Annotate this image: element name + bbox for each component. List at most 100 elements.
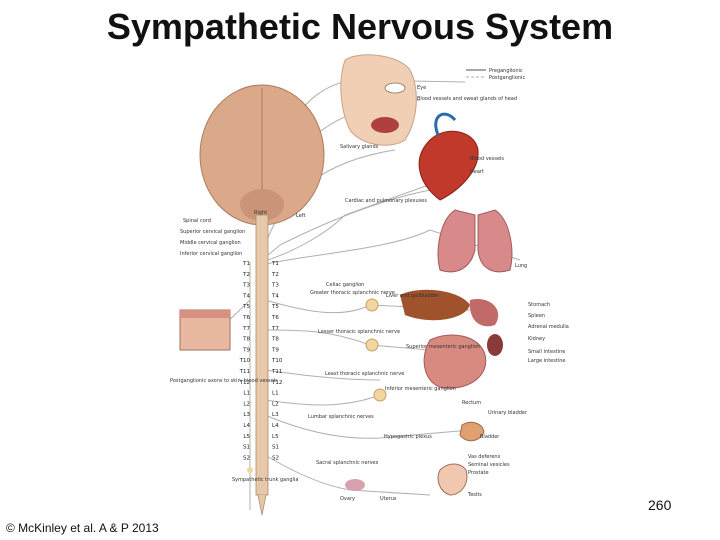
label-superior-cervical: Superior cervical ganglion bbox=[180, 229, 245, 235]
face bbox=[340, 54, 417, 146]
label-stomach: Stomach bbox=[528, 302, 550, 308]
segment-label-right-t11: T11 bbox=[271, 369, 282, 375]
segment-label-right-t10: T10 bbox=[271, 358, 283, 364]
heart-vessels bbox=[434, 112, 457, 136]
coccygeal-ganglion bbox=[247, 467, 253, 473]
segment-label-right-t2: T2 bbox=[271, 272, 279, 278]
page-title: Sympathetic Nervous System bbox=[106, 6, 614, 47]
lung-right bbox=[477, 209, 513, 273]
ovary-shape bbox=[345, 479, 365, 491]
label-seminal: Seminal vesicles bbox=[468, 462, 510, 468]
label-vas-deferens: Vas deferens bbox=[468, 454, 501, 460]
label-spinal-cord: Spinal cord bbox=[183, 218, 211, 224]
label-salivary: Salivary glands bbox=[340, 144, 379, 150]
bladder-shape bbox=[459, 421, 485, 442]
label-spleen: Spleen bbox=[528, 313, 545, 319]
segment-label-right-t5: T5 bbox=[271, 304, 279, 310]
label-prostate: Prostate bbox=[468, 470, 489, 476]
page-number: 260 bbox=[648, 497, 672, 513]
abdominal-organs bbox=[345, 289, 503, 496]
label-rectum: Rectum bbox=[462, 400, 481, 406]
segment-label-right-t12: T12 bbox=[271, 380, 282, 386]
label-inferior-cervical: Inferior cervical ganglion bbox=[180, 251, 242, 257]
stomach-shape bbox=[469, 299, 499, 327]
male-organs-shape bbox=[437, 463, 468, 496]
segment-label-left-l2: L2 bbox=[243, 401, 250, 407]
label-sup-mesenteric: Superior mesenteric ganglion bbox=[406, 344, 480, 350]
nerve-least bbox=[264, 369, 381, 381]
segment-label-left-t7: T7 bbox=[242, 326, 250, 332]
segment-label-left-l1: L1 bbox=[243, 391, 250, 397]
lung-left bbox=[437, 209, 476, 273]
label-blood-vessels: Blood vessels bbox=[470, 156, 504, 162]
segment-label-left-t5: T5 bbox=[242, 304, 250, 310]
nerve-lung bbox=[261, 229, 521, 266]
label-small-intestine: Small intestine bbox=[528, 349, 565, 355]
ganglia bbox=[365, 298, 387, 402]
segment-label-right-l2: L2 bbox=[272, 401, 279, 407]
label-liver: Liver and gallbladder bbox=[386, 293, 440, 299]
label-testis: Testis bbox=[467, 492, 482, 498]
label-greater-splanchnic: Greater thoracic splanchnic nerve bbox=[310, 290, 395, 296]
label-kidney: Kidney bbox=[528, 336, 545, 342]
brain bbox=[199, 84, 325, 226]
eye-shape bbox=[384, 82, 406, 94]
label-adrenal: Adrenal medulla bbox=[528, 324, 569, 330]
skin bbox=[179, 309, 231, 351]
nerve-hypogastric bbox=[264, 414, 471, 439]
segment-label-left-t3: T3 bbox=[242, 283, 250, 289]
label-bladder: Bladder bbox=[480, 434, 500, 440]
segment-label-right-s2: S2 bbox=[272, 455, 279, 461]
segment-label-left-l4: L4 bbox=[243, 423, 250, 429]
nerve-sacral bbox=[264, 454, 431, 496]
segment-label-left-t11: T11 bbox=[239, 369, 250, 375]
segment-label-left-s2: S2 bbox=[243, 455, 250, 461]
heart-shape bbox=[418, 130, 479, 201]
credit-line: © McKinley et al. A & P 2013 bbox=[6, 521, 159, 535]
label-hypogastric: Hypogastric plexus bbox=[384, 434, 432, 440]
intestine-shape bbox=[423, 334, 487, 389]
lungs bbox=[437, 209, 513, 273]
label-left: Left bbox=[296, 213, 305, 219]
heart bbox=[418, 112, 479, 201]
liver-shape bbox=[400, 289, 470, 321]
nerve-heart bbox=[261, 169, 471, 263]
segment-label-right-t9: T9 bbox=[271, 347, 279, 353]
label-head-glands: Blood vessels and sweat glands of head bbox=[417, 96, 517, 102]
segment-label-right-l3: L3 bbox=[272, 412, 279, 418]
cord-body bbox=[255, 214, 269, 496]
legend-pre-label: Preganglionic bbox=[489, 68, 523, 74]
cord-end bbox=[257, 494, 267, 516]
label-lumbar-splanchnic: Lumbar splanchnic nerves bbox=[308, 414, 374, 420]
segment-label-right-t6: T6 bbox=[271, 315, 279, 321]
label-right: Right bbox=[254, 210, 267, 216]
label-lesser-splanchnic: Lesser thoracic splanchnic nerve bbox=[318, 329, 400, 335]
celiac-ganglion bbox=[365, 298, 379, 312]
labels: Eye Blood vessels and sweat glands of he… bbox=[170, 85, 569, 502]
label-middle-cervical: Middle cervical ganglion bbox=[180, 240, 241, 246]
label-postganglionic-skin: Postganglionic axons to skin, blood vess… bbox=[170, 378, 278, 384]
brainstem bbox=[240, 189, 284, 221]
legend: Preganglionic Postganglionic bbox=[466, 68, 525, 81]
label-sacral-splanchnic: Sacral splanchnic nerves bbox=[316, 460, 379, 466]
segment-label-right-l4: L4 bbox=[272, 423, 279, 429]
label-heart: Heart bbox=[470, 169, 484, 175]
segment-label-left-t4: T4 bbox=[242, 293, 250, 299]
nerve-inf-mes bbox=[264, 394, 381, 406]
label-urinary-bladder: Urinary bladder bbox=[488, 410, 528, 416]
segment-label-left-t10: T10 bbox=[239, 358, 251, 364]
label-large-intestine: Large intestine bbox=[528, 358, 565, 364]
segment-label-left-t6: T6 bbox=[242, 315, 250, 321]
segment-label-left-t12: T12 bbox=[239, 380, 250, 386]
label-eye: Eye bbox=[417, 85, 426, 91]
superior-mesenteric-ganglion bbox=[365, 338, 379, 352]
segment-label-right-t3: T3 bbox=[271, 283, 279, 289]
segment-label-left-s1: S1 bbox=[243, 445, 250, 451]
segment-label-right-t7: T7 bbox=[271, 326, 279, 332]
segment-label-left-t9: T9 bbox=[242, 347, 250, 353]
skin-epidermis bbox=[180, 310, 230, 318]
spinal-cord bbox=[247, 214, 269, 516]
label-celiac: Celiac ganglion bbox=[326, 282, 364, 288]
